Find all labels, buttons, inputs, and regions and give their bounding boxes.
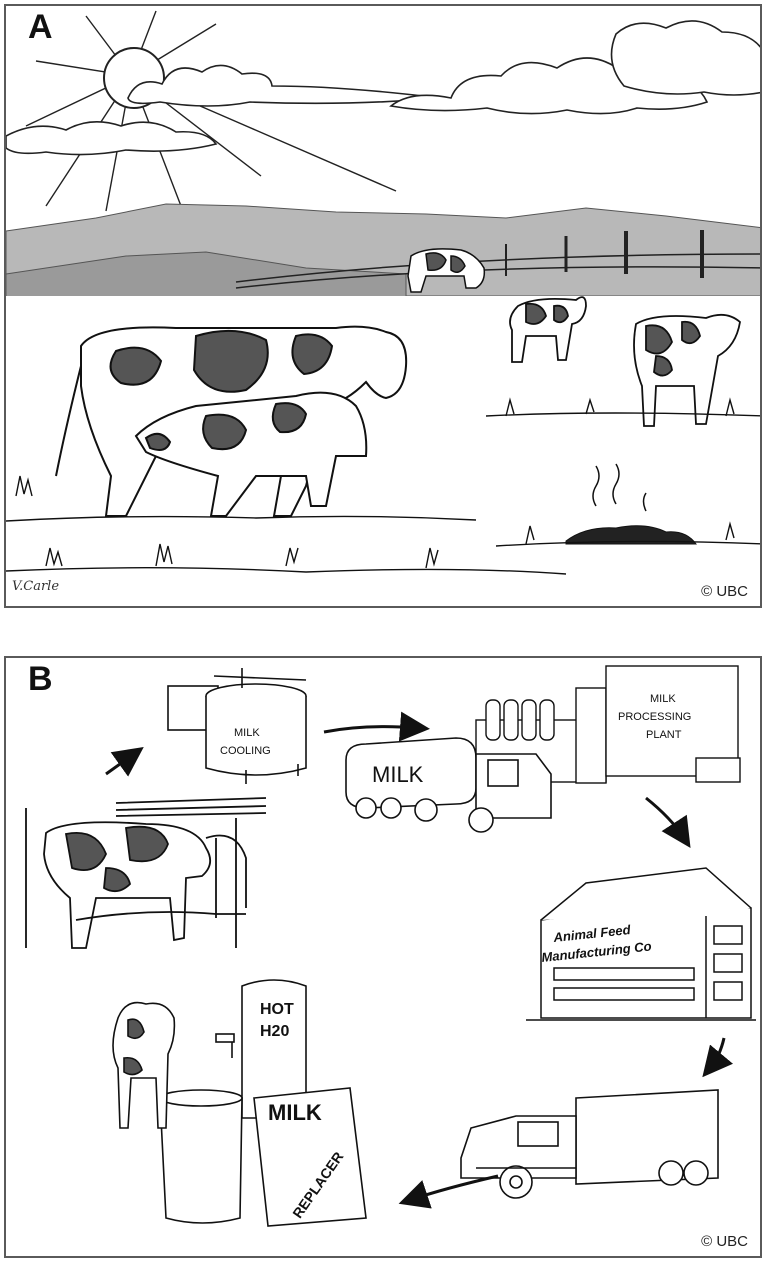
plant-label-line3: PLANT (646, 729, 682, 741)
plant-label-line2: PROCESSING (618, 711, 691, 723)
panel-b-copyright: © UBC (701, 1233, 748, 1250)
heater-label-line1: HOT (260, 1001, 294, 1018)
panel-b-milk-cycle: B MILK COOLING (4, 656, 762, 1258)
arrow-parlour-to-tank (105, 747, 144, 777)
tank-label-line2: COOLING (220, 745, 271, 757)
tanker-label: MILK (372, 762, 424, 787)
delivery-truck (460, 1089, 719, 1199)
cow-grazing-distant (407, 248, 486, 293)
milk-processing-plant: MILK PROCESSING PLANT (475, 665, 741, 784)
milk-cycle-illustration: MILK COOLING MILK PROCESSING PLANT (25, 665, 756, 1227)
cow-standing-right (633, 313, 741, 427)
arrow-plant-to-feed (645, 796, 691, 849)
clouds (6, 20, 760, 156)
sack-label-line1: MILK (268, 1100, 322, 1125)
panel-a-copyright: © UBC (701, 583, 748, 600)
plant-label-line1: MILK (650, 693, 676, 705)
cow-with-calf (55, 325, 408, 517)
sun-rays (25, 10, 397, 212)
milk-cooling-tank: MILK COOLING (167, 668, 307, 784)
flow-arrows (105, 711, 734, 1209)
pasture-illustration (6, 10, 760, 606)
manure-pile (565, 463, 697, 545)
calf-feeding-station: HOT H20 MILK REPLACER (112, 979, 367, 1227)
arrow-truck-to-calf (398, 1174, 499, 1209)
arrow-feed-to-truck (702, 1037, 734, 1078)
heater-label-line2: H20 (260, 1023, 289, 1040)
milk-tanker-truck: MILK (345, 737, 552, 833)
milking-parlour-cow (25, 797, 267, 949)
panel-b-letter: B (28, 660, 53, 698)
cow-standing-middle (509, 296, 587, 363)
grass (6, 397, 760, 575)
panel-a-letter: A (28, 8, 53, 46)
animal-feed-factory: Animal Feed Manufacturing Co (526, 867, 756, 1021)
tank-label-line1: MILK (234, 727, 260, 739)
panel-a-pasture-scene: A (4, 4, 762, 608)
artist-signature: V.Carle (12, 579, 60, 594)
arrow-tank-to-plant (323, 711, 430, 742)
